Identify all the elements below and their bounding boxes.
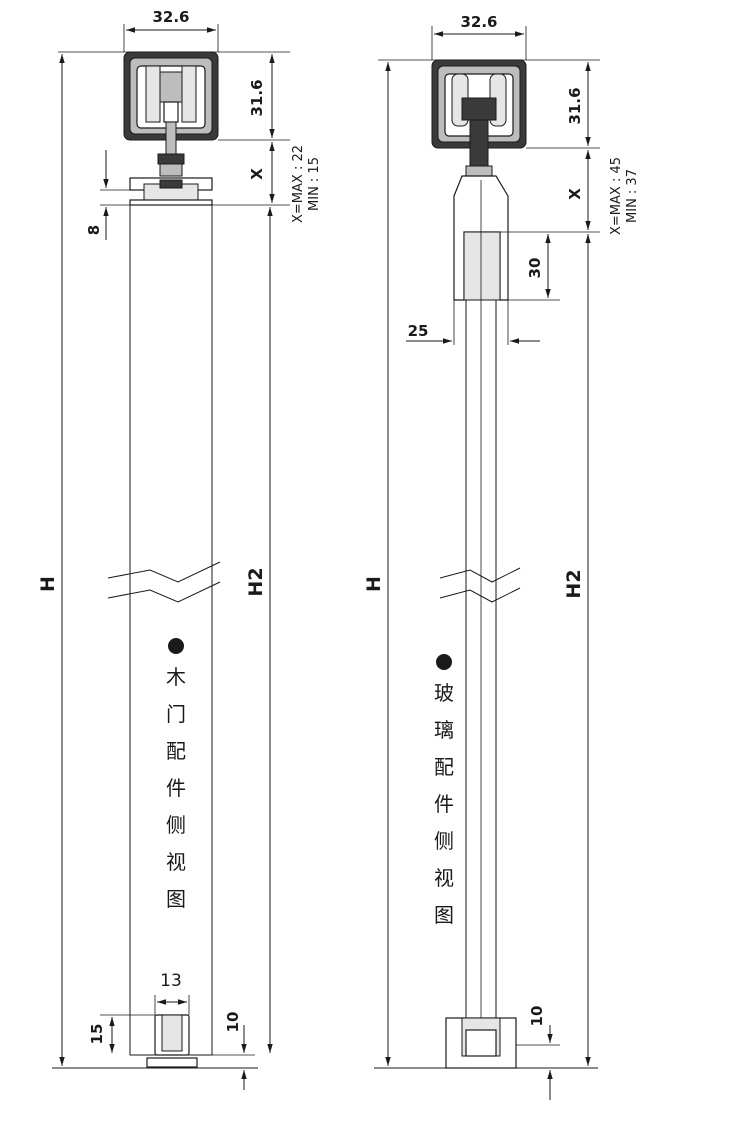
left-door-panel (129, 204, 213, 1056)
right-caption-char: 配 (434, 755, 454, 779)
left-caption-char: 侧 (166, 813, 186, 837)
right-break-lines (439, 567, 521, 603)
right-x-min-label: MIN : 37 (625, 169, 640, 223)
left-track-width-label: 32.6 (152, 8, 189, 26)
right-height-label: H (363, 576, 385, 592)
right-caption-char: 玻 (434, 681, 454, 705)
left-break-lines (107, 561, 221, 603)
left-view: 32.6 31.6 X X=MAX : 22 MIN : 15 8 H H2 1… (37, 8, 322, 1090)
left-height2-label: H2 (245, 567, 267, 596)
left-caption-char: 件 (166, 776, 186, 800)
left-bracket-offset-label: 8 (85, 225, 103, 235)
left-caption-char: 门 (166, 702, 186, 726)
left-guide-width-label: 13 (160, 971, 182, 991)
left-bottom-guide (146, 1014, 198, 1068)
left-x-min-label: MIN : 15 (307, 157, 322, 211)
left-floor-gap-label: 10 (224, 1012, 242, 1033)
left-caption-char: 木 (166, 665, 186, 689)
left-caption-char: 图 (166, 887, 186, 911)
right-caption-bullet (436, 654, 452, 670)
right-x-max-label: X=MAX : 45 (609, 157, 624, 235)
left-guide-height-label: 15 (88, 1024, 106, 1045)
right-caption-char: 视 (434, 866, 454, 890)
right-caption-char: 图 (434, 903, 454, 927)
right-height2-label: H2 (563, 569, 585, 598)
right-clamp-depth-label: 30 (526, 258, 544, 279)
left-track-profile (123, 51, 219, 177)
left-track-height-label: 31.6 (248, 79, 266, 116)
right-caption-char: 璃 (434, 718, 454, 742)
right-caption-char: 件 (434, 792, 454, 816)
left-gap-x-label: X (248, 168, 266, 180)
left-height-label: H (37, 576, 59, 592)
left-bracket (129, 177, 213, 206)
right-track-profile (431, 59, 527, 177)
left-x-max-label: X=MAX : 22 (291, 145, 306, 223)
right-gap-x-label: X (566, 188, 584, 200)
right-caption-char: 侧 (434, 829, 454, 853)
right-view: 32.6 31.6 X X=MAX : 45 MIN : 37 30 25 H … (363, 13, 640, 1100)
right-glass-clamp (453, 175, 509, 301)
right-clamp-width-label: 25 (408, 322, 429, 340)
right-bottom-guide (445, 1017, 517, 1069)
right-floor-gap-label: 10 (528, 1006, 546, 1027)
left-caption-char: 配 (166, 739, 186, 763)
right-track-height-label: 31.6 (566, 87, 584, 124)
right-track-width-label: 32.6 (460, 13, 497, 31)
left-caption-char: 视 (166, 850, 186, 874)
left-caption-bullet (168, 638, 184, 654)
